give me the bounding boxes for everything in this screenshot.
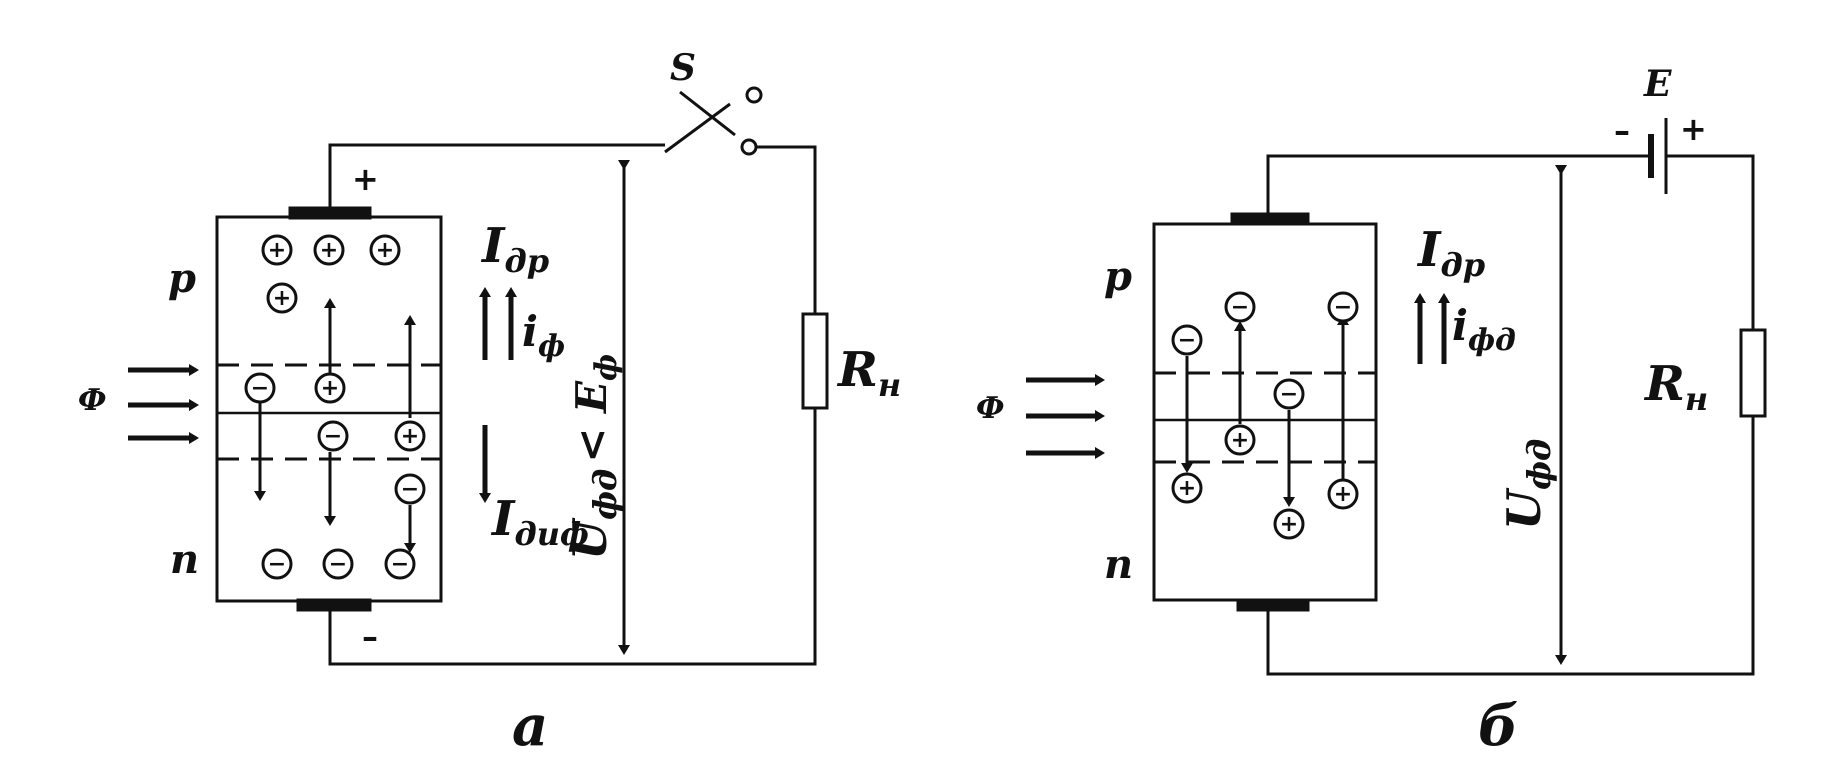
electron: − — [1327, 291, 1359, 323]
switch-blade — [664, 102, 731, 154]
photodiode-current-label-b: iфд — [1452, 301, 1516, 358]
svg-text:−: − — [324, 424, 342, 449]
battery-e — [1648, 118, 1668, 194]
resistor-b — [1739, 328, 1767, 418]
carrier-arrows-a — [254, 298, 416, 553]
electron: − — [1171, 324, 1203, 356]
svg-text:+: + — [320, 238, 338, 263]
hole: + — [261, 234, 293, 266]
svg-text:−: − — [1280, 382, 1298, 407]
svg-text:+: + — [376, 238, 394, 263]
hole: + — [1224, 424, 1256, 456]
photodiode-voltage-label-b: Uфд — [1497, 439, 1558, 530]
light-flux-label-b: Ф — [976, 391, 1004, 426]
electron: − — [322, 548, 354, 580]
caption-b: б — [1478, 693, 1518, 759]
photo-current-label: iф — [522, 307, 565, 364]
plus-terminal-label: + — [352, 160, 379, 198]
electron: − — [394, 473, 426, 505]
top-electrode-a — [288, 206, 372, 220]
svg-text:+: + — [268, 238, 286, 263]
current-arrows-b — [1414, 293, 1450, 364]
photodiode-voltage-label: Uфд< Eф — [563, 354, 624, 560]
hole: + — [1171, 472, 1203, 504]
wire-top-b — [1266, 154, 1651, 214]
electron: − — [261, 548, 293, 580]
carriers-a: + + + + − + − + − − − − — [244, 234, 426, 580]
svg-text:−: − — [1231, 295, 1249, 320]
svg-text:−: − — [1178, 328, 1196, 353]
svg-text:+: + — [273, 286, 291, 311]
hole: + — [369, 234, 401, 266]
hole: + — [313, 234, 345, 266]
hole: + — [394, 420, 426, 452]
resistor-a — [801, 312, 829, 410]
carriers-b: − − − − + + + + — [1171, 291, 1359, 540]
svg-text:−: − — [329, 552, 347, 577]
n-region-label: n — [170, 536, 199, 583]
light-arrows-a — [128, 364, 199, 444]
svg-text:+: + — [401, 424, 419, 449]
switch-label: S — [670, 47, 696, 89]
load-resistor-label-b: Rн — [1643, 356, 1708, 418]
circuit-b — [1152, 154, 1767, 676]
electron: − — [384, 548, 416, 580]
drift-current-label-b: Iдр — [1416, 222, 1485, 284]
current-arrows-a — [479, 287, 517, 503]
svg-text:−: − — [1334, 295, 1352, 320]
hole: + — [1273, 508, 1305, 540]
light-arrows-b — [1026, 374, 1105, 459]
electron: − — [317, 420, 349, 452]
svg-text:+: + — [1231, 428, 1249, 453]
battery-plus-label: + — [1680, 110, 1707, 148]
electron: − — [244, 372, 276, 404]
bottom-electrode-a — [296, 598, 372, 612]
diffusion-current-label: Iдиф — [490, 491, 589, 553]
p-region-label-b: p — [1104, 253, 1132, 300]
svg-text:+: + — [1178, 476, 1196, 501]
p-region-label: p — [168, 255, 196, 302]
light-flux-label: Ф — [78, 383, 106, 418]
battery-label: E — [1643, 63, 1672, 105]
switch-contact-bottom — [740, 138, 758, 156]
wire-right-a — [749, 145, 817, 344]
drift-current-label: Iдр — [480, 218, 549, 280]
top-electrode-b — [1230, 212, 1310, 226]
svg-text:−: − — [251, 376, 269, 401]
svg-text:−: − — [401, 477, 419, 502]
caption-a: а — [512, 693, 548, 759]
switch-contact-top — [745, 86, 763, 104]
carrier-arrows-b — [1181, 315, 1349, 507]
svg-text:+: + — [1334, 482, 1352, 507]
svg-text:−: − — [268, 552, 286, 577]
electron: − — [1224, 291, 1256, 323]
battery-minus-label: – — [1614, 112, 1630, 150]
electron: − — [1273, 378, 1305, 410]
hole: + — [314, 372, 346, 404]
minus-terminal-label: – — [362, 618, 378, 656]
svg-text:+: + — [1280, 512, 1298, 537]
pn-junction-block-a — [215, 215, 443, 603]
load-resistor-label: Rн — [836, 342, 901, 404]
svg-text:+: + — [321, 376, 339, 401]
circuit-a — [215, 90, 829, 666]
svg-text:−: − — [391, 552, 409, 577]
hole: + — [1327, 478, 1359, 510]
bottom-electrode-b — [1236, 598, 1310, 612]
wire-top-a — [328, 143, 665, 208]
hole: + — [266, 282, 298, 314]
n-region-label-b: n — [1104, 541, 1133, 588]
